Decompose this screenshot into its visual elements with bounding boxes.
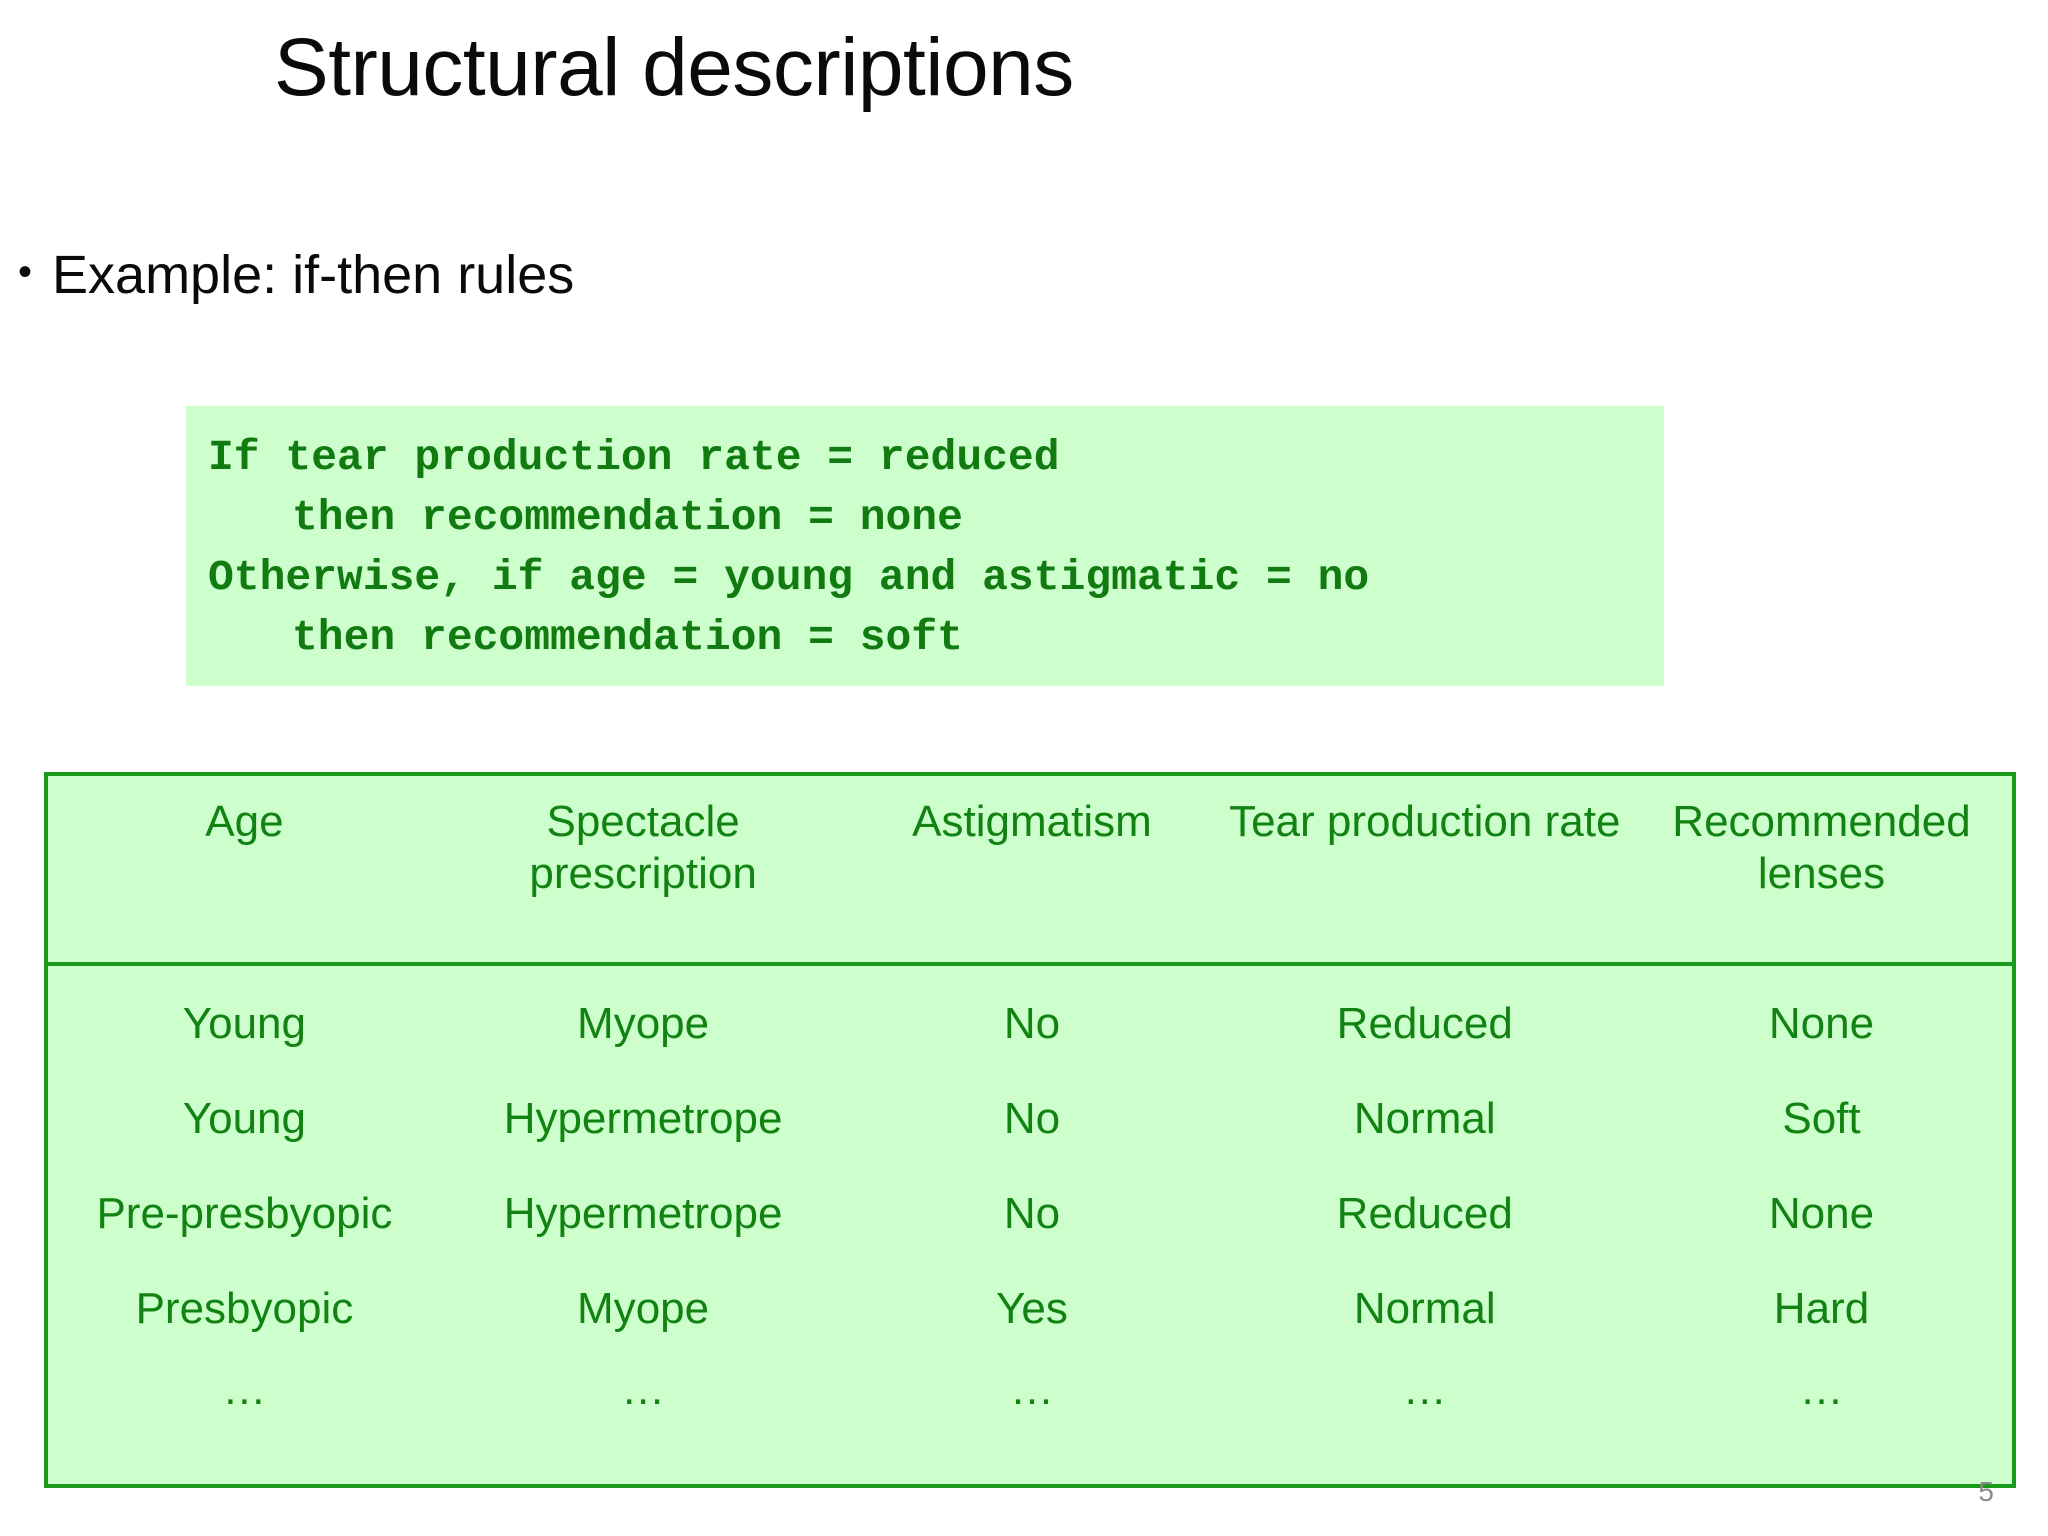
rule-line-2: then recommendation = none (292, 493, 963, 542)
table-row: Presbyopic Myope Yes Normal Hard (48, 1261, 2012, 1356)
table-row-ellipsis: … … … … … (48, 1356, 2012, 1484)
column-header-astigmatism: Astigmatism (845, 776, 1219, 966)
table-row: Young Hypermetrope No Normal Soft (48, 1071, 2012, 1166)
cell-astigmatism: No (1003, 1188, 1061, 1238)
cell-age: Pre-presbyopic (96, 1188, 393, 1238)
cell-tear-rate: Reduced (1336, 1188, 1513, 1238)
page-title: Structural descriptions (274, 22, 1074, 113)
cell-age: Young (182, 998, 306, 1048)
cell-astigmatism: Yes (996, 1283, 1068, 1333)
column-header-tear-production-rate: Tear production rate (1218, 776, 1631, 966)
cell-lenses: None (1768, 1188, 1875, 1238)
cell-age: Young (182, 1093, 306, 1143)
cell-spectacle: Hypermetrope (503, 1093, 783, 1143)
contact-lens-dataset-table: Age Spectacle prescription Astigmatism T… (44, 772, 2016, 1488)
cell-spectacle: Myope (577, 998, 710, 1048)
cell-lenses: Hard (1773, 1283, 1870, 1333)
column-header-spectacle-prescription: Spectacle prescription (440, 776, 846, 966)
rule-line-1: If tear production rate = reduced (208, 433, 1060, 482)
cell-tear-rate: … (1402, 1365, 1447, 1414)
cell-astigmatism: No (1003, 998, 1061, 1048)
rule-line-4: then recommendation = soft (292, 613, 963, 662)
cell-age: … (222, 1365, 267, 1414)
cell-tear-rate: Normal (1353, 1093, 1496, 1143)
cell-age: Presbyopic (135, 1283, 354, 1333)
cell-spectacle: Hypermetrope (503, 1188, 783, 1238)
column-header-recommended-lenses: Recommended lenses (1630, 776, 2012, 966)
column-header-age: Age (48, 776, 441, 966)
bullet-item-label: Example: if-then rules (52, 245, 575, 305)
if-then-rule-block: If tear production rate = reduced then r… (186, 406, 1664, 686)
cell-lenses: Soft (1782, 1093, 1861, 1143)
table-header-row: Age Spectacle prescription Astigmatism T… (48, 776, 2012, 966)
cell-astigmatism: … (1009, 1365, 1054, 1414)
cell-tear-rate: Reduced (1336, 998, 1513, 1048)
cell-tear-rate: Normal (1353, 1283, 1496, 1333)
cell-spectacle: Myope (577, 1283, 710, 1333)
cell-astigmatism: No (1003, 1093, 1061, 1143)
bullet-marker-icon: • (18, 250, 33, 294)
cell-lenses: … (1799, 1365, 1844, 1414)
bullet-item-example: • Example: if-then rules (18, 244, 574, 306)
page-number: 5 (1978, 1476, 1994, 1507)
table-row: Young Myope No Reduced None (48, 964, 2012, 1071)
table-row: Pre-presbyopic Hypermetrope No Reduced N… (48, 1166, 2012, 1261)
cell-spectacle: … (621, 1365, 666, 1414)
rule-line-3: Otherwise, if age = young and astigmatic… (208, 553, 1370, 602)
cell-lenses: None (1768, 998, 1875, 1048)
